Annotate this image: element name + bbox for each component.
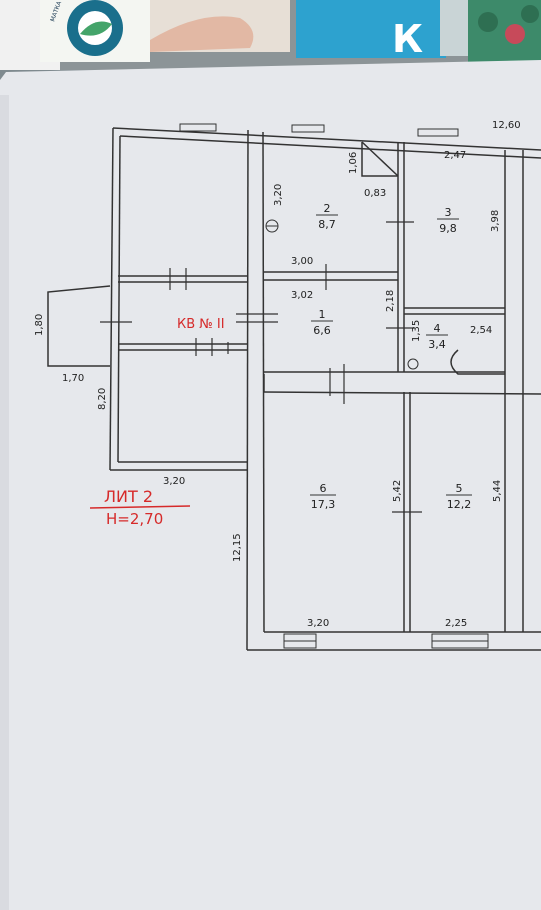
- dim-225: 2,25: [445, 618, 467, 629]
- room-1-number: 1: [319, 308, 326, 321]
- stair-diagonal: [361, 141, 399, 177]
- knit-loop-3: [521, 5, 539, 23]
- dim-320-mid: 3,20: [163, 476, 185, 487]
- dim-247: 2,47: [444, 150, 466, 161]
- door-marks: [100, 221, 422, 513]
- litera-underline: [89, 505, 191, 509]
- wall-mid-outer: [246, 129, 249, 651]
- boiler-symbol-icon: [407, 358, 419, 370]
- dim-106: 1,06: [348, 152, 359, 174]
- window-2: [291, 124, 325, 133]
- room-6-area: 17,3: [311, 498, 336, 511]
- wall-corridor-bottom: [263, 391, 541, 395]
- room-2-area: 8,7: [318, 218, 336, 231]
- paper: [0, 60, 541, 910]
- blue-package-letter: К: [392, 17, 423, 61]
- room-3-number: 3: [445, 206, 452, 219]
- background-objects: МАТКА И ПОКРЫТИЯ К: [0, 0, 541, 70]
- room-5-area: 12,2: [447, 498, 472, 511]
- room-4-number: 4: [434, 322, 441, 335]
- room-2-number: 2: [324, 202, 331, 215]
- room-6-number: 6: [320, 482, 327, 495]
- dimension-labels: 3,20 1,06 0,83 2,47 3,98 3,00 3,02 2,18 …: [34, 150, 503, 629]
- knit-loop-1: [478, 12, 498, 32]
- dim-135: 1,35: [411, 320, 422, 342]
- dim-180: 1,80: [34, 314, 45, 336]
- bathtub: [450, 349, 505, 375]
- room-labels: 2 8,7 3 9,8 1 6,6 4 3,4 5 12,2 6 17,3: [310, 202, 472, 511]
- room-4-area: 3,4: [428, 338, 446, 351]
- dim-300: 3,00: [291, 256, 313, 267]
- stair-box: [361, 142, 398, 177]
- walls: [47, 127, 541, 651]
- room-1-area: 6,6: [313, 324, 331, 337]
- dim-542: 5,42: [392, 480, 403, 502]
- dim-254: 2,54: [470, 325, 492, 336]
- window-1: [179, 123, 217, 132]
- dim-1215: 12,15: [232, 533, 243, 562]
- dim-302: 3,02: [291, 290, 313, 301]
- dim-544: 5,44: [492, 480, 503, 502]
- photo-skin: [150, 16, 254, 53]
- dim-overall-width: 12,60: [492, 120, 521, 131]
- wall-left-inner: [117, 135, 121, 463]
- dim-398: 3,98: [490, 210, 501, 232]
- package-logo-leaf: [80, 21, 112, 36]
- apartment-number-label: КВ № II: [177, 317, 225, 332]
- background-objects-svg: МАТКА И ПОКРЫТИЯ К: [0, 0, 541, 70]
- wall-top-inner: [119, 135, 541, 159]
- dim-320-bottom: 3,20: [307, 618, 329, 629]
- knit-loop-2: [505, 24, 525, 44]
- dim-170: 1,70: [62, 373, 84, 384]
- wall-top: [112, 127, 541, 151]
- dim-218: 2,18: [385, 290, 396, 312]
- dim-820: 8,20: [97, 388, 108, 410]
- window-3: [417, 128, 459, 137]
- height-label: Н=2,70: [106, 510, 163, 528]
- litera-label: ЛИТ 2: [104, 487, 153, 506]
- blue-package: [296, 0, 446, 58]
- room-3-area: 9,8: [439, 222, 457, 235]
- windows: [179, 123, 489, 649]
- package-seam: [440, 0, 470, 56]
- room-5-number: 5: [456, 482, 463, 495]
- wall-left-outer: [109, 127, 114, 471]
- porch: [47, 285, 111, 367]
- paper-fold: [0, 95, 9, 910]
- dim-083: 0,83: [364, 188, 386, 199]
- dim-320-top: 3,20: [273, 184, 284, 206]
